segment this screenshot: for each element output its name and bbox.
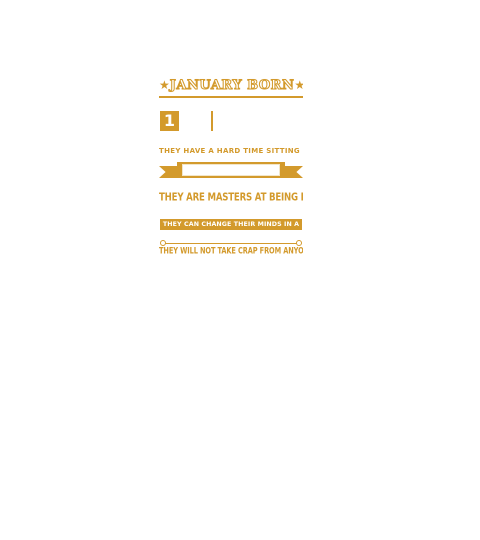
sentence-take-crap: THEY WILL NOT TAKE CRAP FROM ANYONE (159, 245, 303, 257)
title-row: ★ JANUARY BORN ★ (159, 76, 303, 94)
vertical-divider (211, 111, 213, 131)
faded-text-line (159, 136, 303, 144)
number-badge: 1 (160, 111, 179, 131)
faded-text-line (159, 100, 303, 108)
title-underline (159, 96, 303, 98)
ribbon-tail-left (159, 166, 181, 178)
design-title: JANUARY BORN (169, 77, 295, 93)
sentence-sitting-still: THEY HAVE A HARD TIME SITTING STILL (159, 147, 303, 155)
star-left-icon: ★ (159, 78, 170, 92)
sentence-masters-random: THEY ARE MASTERS AT BEING RANDOM (159, 191, 303, 205)
star-right-icon: ★ (294, 78, 303, 92)
ribbon-banner (159, 162, 303, 186)
ribbon-band (177, 162, 285, 178)
ornament-line (163, 243, 299, 244)
ribbon-tail-right (281, 166, 303, 178)
ribbon-inner-panel (182, 164, 280, 176)
ornament-dot-right (296, 240, 302, 246)
shirt-design: ★ JANUARY BORN ★ 1 THEY HAVE A HARD TIME… (159, 72, 303, 260)
ornament-dot-left (160, 240, 166, 246)
sentence-change-minds: THEY CAN CHANGE THEIR MINDS IN A SECOND (160, 219, 302, 239)
